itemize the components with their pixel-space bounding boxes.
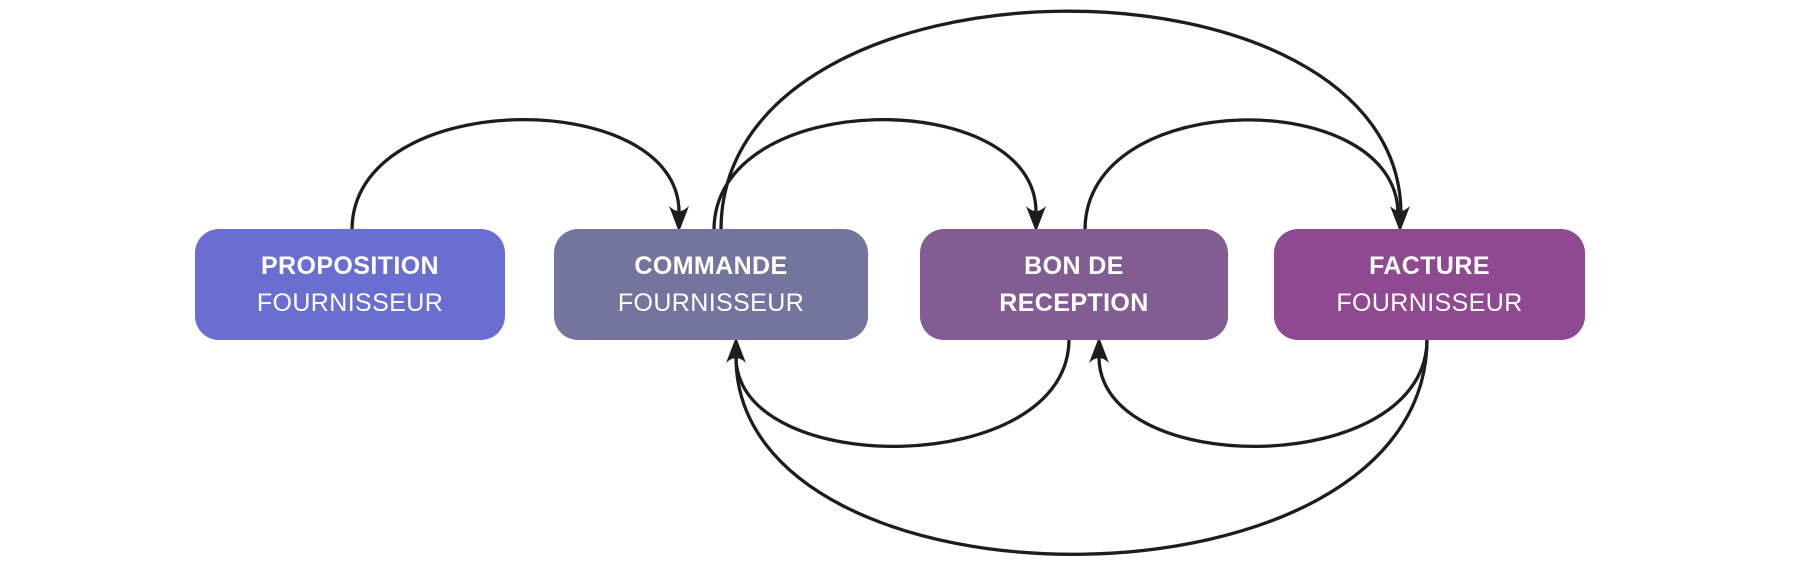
arrowhead-icon <box>726 337 746 363</box>
edge-commande-to-bon-de-reception <box>712 117 1038 232</box>
node-proposition-fournisseur: PROPOSITION FOURNISSEUR <box>195 229 505 340</box>
edge-proposition-to-commande <box>350 117 681 232</box>
node-subtitle: FOURNISSEUR <box>617 288 805 317</box>
edge-bon-de-reception-to-facture <box>1083 118 1400 232</box>
edge-facture-to-commande-return <box>734 337 1429 556</box>
node-subtitle: FOURNISSEUR <box>256 288 444 317</box>
node-facture-fournisseur: FACTURE FOURNISSEUR <box>1274 229 1585 340</box>
arrowhead-icon <box>1089 337 1109 363</box>
node-title: COMMANDE <box>634 251 788 280</box>
node-title: PROPOSITION <box>260 251 440 280</box>
node-bon-de-reception: BON DE RECEPTION <box>920 229 1228 340</box>
node-title: FACTURE <box>1369 251 1490 280</box>
node-subtitle: RECEPTION <box>999 288 1149 317</box>
node-title: BON DE <box>1024 251 1124 280</box>
edge-bon-de-reception-to-commande-return <box>734 337 1071 449</box>
node-commande-fournisseur: COMMANDE FOURNISSEUR <box>554 229 868 340</box>
node-subtitle: FOURNISSEUR <box>1336 288 1523 317</box>
edge-commande-to-facture <box>719 9 1403 232</box>
edge-facture-to-bon-de-reception-return <box>1097 337 1429 449</box>
